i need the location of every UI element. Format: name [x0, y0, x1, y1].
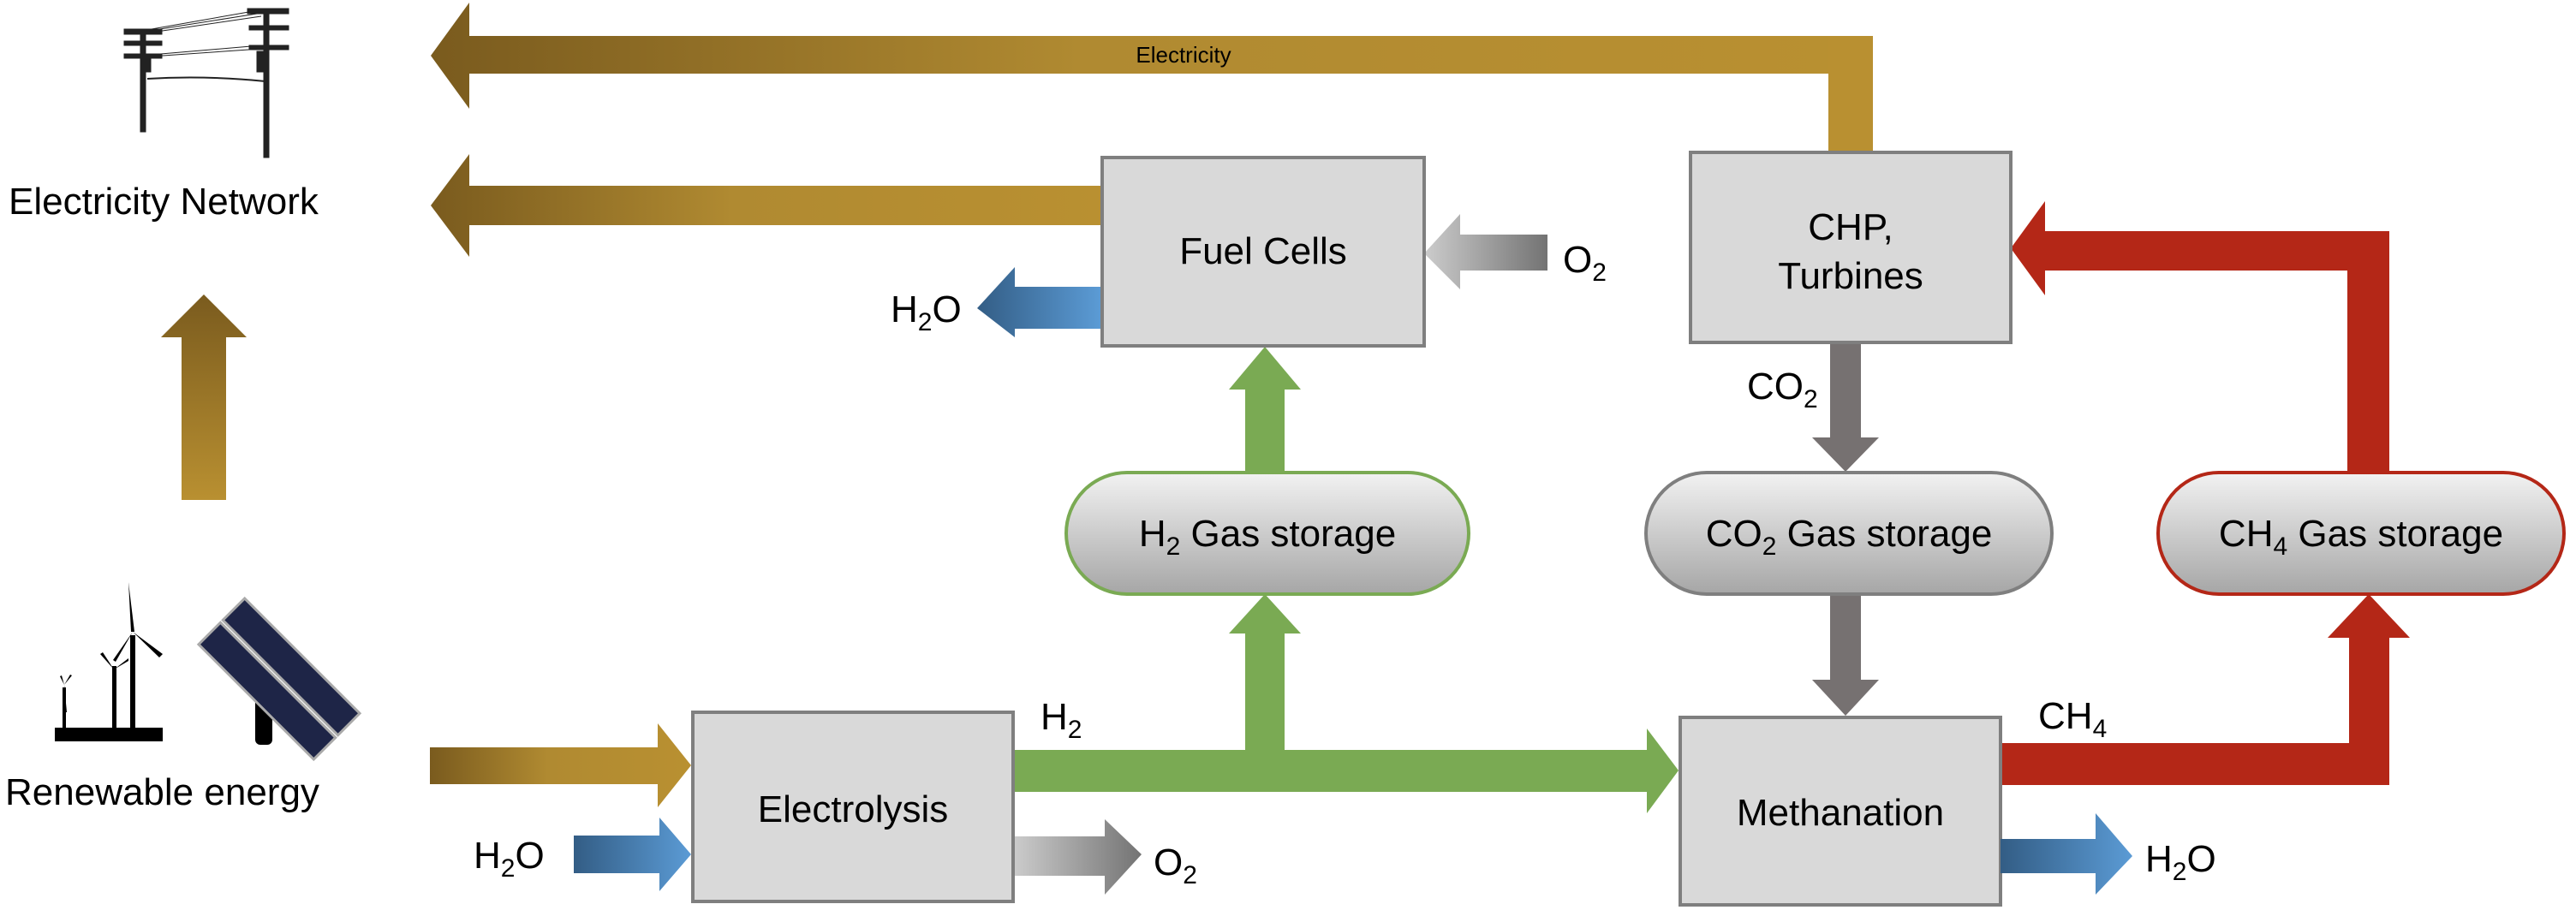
- co2-storage-formula: CO: [1706, 513, 1762, 555]
- chp-co2-label: CO2: [1747, 366, 1818, 413]
- h2o-output-arrow-fuel-cells: [977, 267, 1100, 337]
- svg-text:H2 Gas storage: H2 Gas storage: [1139, 513, 1396, 561]
- electricity-flow-label: Electricity: [1136, 42, 1231, 68]
- h2-storage-sub: 2: [1166, 532, 1181, 561]
- fuel-cells-label: Fuel Cells: [1179, 230, 1347, 272]
- ch4-flow-arrows: [2001, 201, 2410, 785]
- ch4-storage-formula: CH: [2219, 513, 2274, 555]
- svg-text:CO2 Gas storage: CO2 Gas storage: [1706, 513, 1993, 561]
- el-h2o-label: H2O: [474, 835, 545, 883]
- svg-text:CH4 Gas storage: CH4 Gas storage: [2219, 513, 2503, 561]
- co2-gas-storage[interactable]: CO2 Gas storage: [1644, 471, 2054, 596]
- h2o-output-arrow-methanation: [2001, 813, 2132, 895]
- electrolysis-label: Electrolysis: [758, 788, 949, 830]
- chp-label-line1: CHP,: [1808, 206, 1893, 248]
- co2-flow-arrows: [1812, 343, 1879, 716]
- chp-turbines-box[interactable]: CHP, Turbines: [1689, 151, 2012, 344]
- el-h2-label: H2: [1041, 696, 1082, 744]
- renewable-to-network-arrow: [161, 294, 247, 500]
- ch4-gas-storage[interactable]: CH4 Gas storage: [2156, 471, 2566, 596]
- o2-output-arrow-electrolysis: [1013, 819, 1142, 895]
- chp-label-line2: Turbines: [1778, 255, 1923, 297]
- electricity-network-label: Electricity Network: [9, 181, 319, 223]
- renewable-energy-label: Renewable energy: [5, 771, 319, 813]
- electricity-arrow-fuel-cells: [431, 154, 1100, 257]
- methanation-label: Methanation: [1737, 792, 1944, 834]
- fc-o2-label: O2: [1563, 239, 1607, 287]
- power-lines-icon: [123, 8, 289, 158]
- me-h2o-label: H2O: [2145, 838, 2216, 886]
- h2-storage-label: Gas storage: [1180, 513, 1396, 555]
- methanation-box[interactable]: Methanation: [1679, 716, 2002, 907]
- electricity-arrow-chp: [431, 3, 1873, 152]
- fuel-cells-box[interactable]: Fuel Cells: [1100, 156, 1426, 348]
- electrolysis-box[interactable]: Electrolysis: [691, 711, 1015, 903]
- h2o-input-arrow: [574, 818, 691, 891]
- o2-input-arrow-fuel-cells: [1424, 214, 1547, 289]
- co2-storage-sub: 2: [1762, 532, 1777, 561]
- ch4-storage-sub: 4: [2273, 532, 2287, 561]
- solar-panel-icon: [196, 596, 362, 762]
- co2-storage-label: Gas storage: [1776, 513, 1992, 555]
- wind-turbine-icon: [55, 582, 163, 741]
- h2-flow-arrows: [1013, 347, 1679, 813]
- el-o2-label: O2: [1154, 842, 1197, 889]
- me-ch4-label: CH4: [2038, 695, 2107, 743]
- renewable-to-electrolysis-arrow: [430, 723, 691, 807]
- h2-storage-formula: H: [1139, 513, 1166, 555]
- ch4-storage-label: Gas storage: [2287, 513, 2503, 555]
- fc-h2o-label: H2O: [891, 288, 962, 336]
- h2-gas-storage[interactable]: H2 Gas storage: [1064, 471, 1470, 596]
